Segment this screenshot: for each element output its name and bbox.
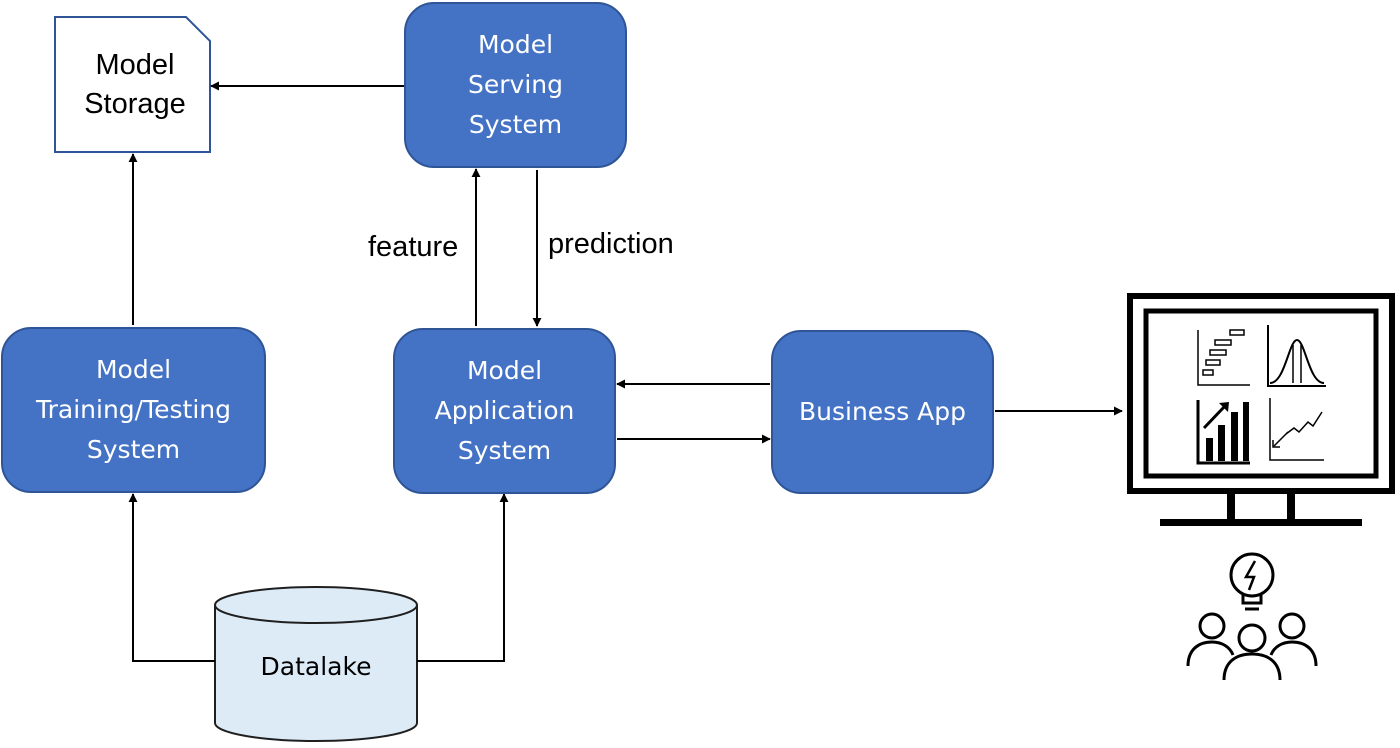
monitor-dashboard-icon xyxy=(1127,293,1395,526)
model-storage-label-1: Model xyxy=(95,49,175,81)
arrow-datalake-to-training xyxy=(128,493,215,662)
model-serving-label-2: Serving xyxy=(468,70,563,99)
model-application-label-3: System xyxy=(457,436,552,465)
model-application-node: Model Application System xyxy=(393,328,616,494)
model-training-label-2: Training/Testing xyxy=(36,395,231,424)
bar-growth-icon xyxy=(1196,400,1250,465)
feature-edge-label: feature xyxy=(368,231,459,263)
model-serving-node: Model Serving System xyxy=(404,2,627,168)
prediction-edge-label: prediction xyxy=(548,228,674,260)
model-storage-shape xyxy=(54,16,211,153)
model-training-label-1: Model xyxy=(95,355,172,384)
model-storage-node: Model Storage xyxy=(55,46,215,124)
model-training-label-3: System xyxy=(86,435,181,464)
model-application-label-2: Application xyxy=(434,396,575,425)
arrow-datalake-to-application xyxy=(417,493,509,662)
business-app-label: Business App xyxy=(798,397,967,426)
bell-curve-icon xyxy=(1267,325,1326,387)
users-lightbulb-icon xyxy=(1186,552,1318,681)
model-application-label-1: Model xyxy=(466,356,543,385)
model-storage-label-2: Storage xyxy=(84,88,186,120)
datalake-cylinder xyxy=(214,586,418,742)
model-training-node: Model Training/Testing System xyxy=(1,327,266,493)
business-app-node: Business App xyxy=(771,330,994,494)
gantt-chart-icon xyxy=(1197,329,1250,386)
model-serving-label-1: Model xyxy=(477,30,554,59)
trend-line-icon xyxy=(1269,398,1324,461)
datalake-label: Datalake xyxy=(260,652,372,681)
model-serving-label-3: System xyxy=(468,110,563,139)
connectors xyxy=(128,81,1123,662)
